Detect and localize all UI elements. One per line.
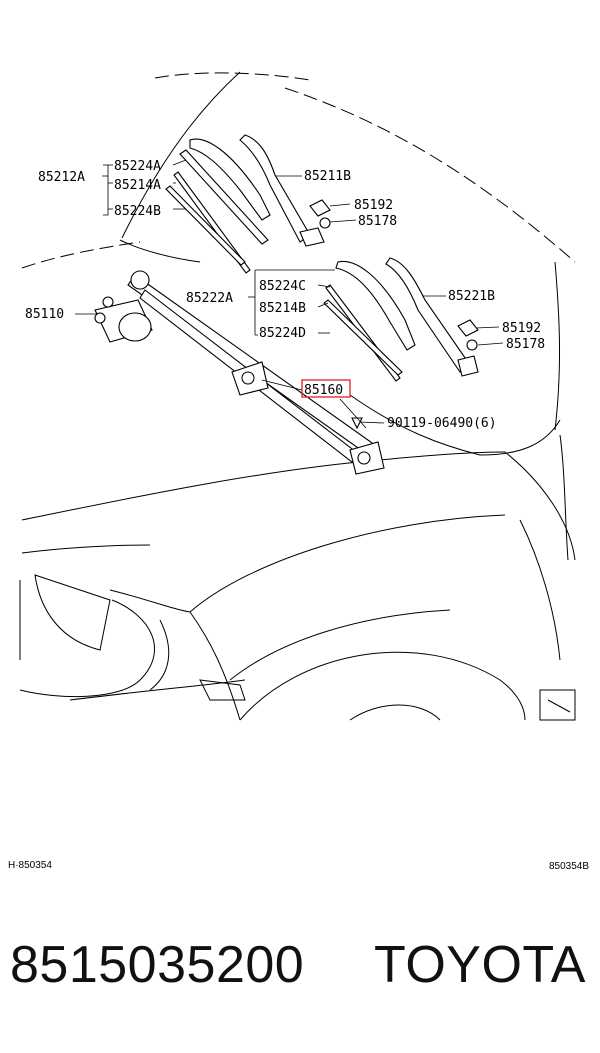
callout-85192-lower: 85192 [502,321,541,336]
callout-85224A: 85224A [114,159,161,174]
brand-name: TOYOTA [374,936,586,994]
right-wiper-blade-assembly [323,257,479,382]
callout-85224B: 85224B [114,204,161,219]
diagram-ref-right: 850354B [549,861,589,872]
leader-lines [75,159,504,429]
callout-85211B: 85211B [304,169,351,184]
callout-85214A: 85214A [114,178,161,193]
callout-85221B: 85221B [448,289,495,304]
wiper-linkage-assembly [127,270,385,475]
vehicle-body-outline [19,71,576,721]
callout-85192-upper: 85192 [354,198,393,213]
callout-85214B: 85214B [259,301,306,316]
callout-85212A: 85212A [38,170,85,185]
callout-85178-upper: 85178 [358,214,397,229]
callout-85110: 85110 [25,307,64,322]
highlight-box [301,379,351,398]
diagram-ref-left: H·850354 [8,860,52,871]
footer: 8515035200 TOYOTA [0,935,600,1005]
wiper-parts-diagram: 85212A 85224A 85214A 85224B 85211B 85192… [8,71,589,872]
callout-85160: 85160 [304,383,343,398]
wiper-motor [94,296,153,343]
callout-85222A: 85222A [186,291,233,306]
callout-85178-lower: 85178 [506,337,545,352]
arm-cap-and-nut-upper [309,199,331,229]
callout-85224C: 85224C [259,279,306,294]
part-number: 8515035200 [10,936,305,994]
left-wiper-blade-assembly [165,134,325,274]
callout-85224D: 85224D [259,326,306,341]
callout-labels: 85212A 85224A 85214A 85224B 85211B 85192… [25,159,545,431]
callout-90119: 90119-06490(6) [387,416,497,431]
